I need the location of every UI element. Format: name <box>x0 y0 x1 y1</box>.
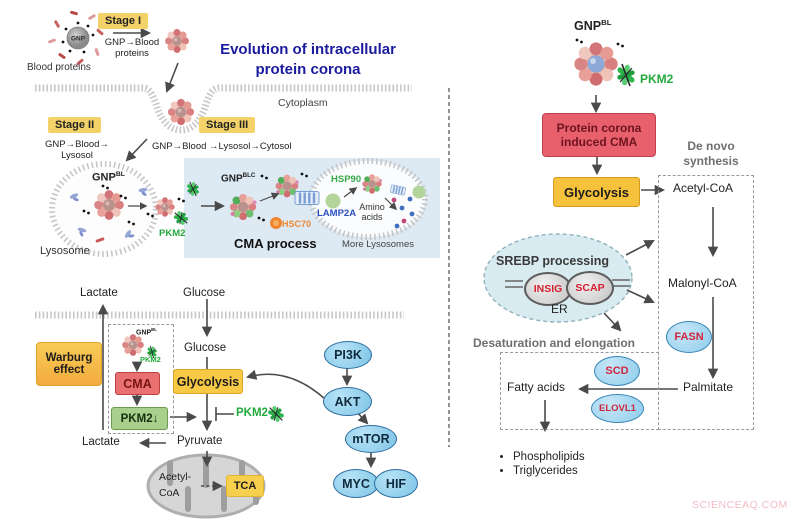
arrows <box>97 27 719 492</box>
pkm2-down-box: PKM2↓ <box>111 407 168 430</box>
enzyme-fasn: FASN <box>666 321 712 353</box>
lysosome-label: Lysosome <box>40 245 90 257</box>
acetyl-coa-mito-label: Acetyl-CoA <box>159 471 192 499</box>
hsp90-label: HSP90 <box>331 174 362 185</box>
lipid-products-list: Phospholipids Triglycerides <box>497 449 585 479</box>
product-triglycerides: Triglycerides <box>513 465 585 477</box>
gnp-core-label: GNP <box>71 36 86 43</box>
enzyme-scd: SCD <box>594 356 640 386</box>
insig-ellipse: INSIG <box>524 272 572 306</box>
glucose-inner-label: Glucose <box>184 342 227 354</box>
tca-box: TCA <box>226 475 264 497</box>
pkm2-protein-icon-free <box>266 404 286 424</box>
lamp2a-label: LAMP2A <box>317 208 357 219</box>
stage2-transition: GNP→Blood→ Lysosol <box>45 139 109 161</box>
node-myc: MYC <box>333 469 379 498</box>
pkm2-protein-icon <box>185 180 201 198</box>
more-lysosomes-organelle <box>308 158 428 240</box>
product-phospholipids: Phospholipids <box>513 451 585 463</box>
pkm2-inhibited-label: PKM2 <box>236 407 268 419</box>
malonyl-coa-label: Malonyl-CoA <box>668 276 737 290</box>
cell-membrane-top <box>35 84 412 134</box>
stage3-transition: GNP→Blood →Lysosol→Cytosol <box>152 141 292 152</box>
pkm2-protein-icon <box>172 209 190 227</box>
lactate-bottom-label: Lactate <box>82 436 120 448</box>
fatty-acids-label: Fatty acids <box>507 380 566 394</box>
figure-title-line1: Evolution of intracellular <box>220 41 396 58</box>
corona-particle-blc <box>229 193 257 221</box>
gnp-particle-right <box>574 38 639 88</box>
amino-acid-dots <box>391 196 415 229</box>
hsc70-label: HSC70 <box>282 219 312 229</box>
corona-particle-stage1 <box>165 29 189 53</box>
node-mtor: mTOR <box>345 425 397 453</box>
gnp-blood-protein-cluster: GNP <box>48 10 104 66</box>
stage1-transition: GNP→Blood proteins <box>104 37 160 59</box>
corona-particle-lysosome <box>94 190 124 220</box>
amino-acids-label: Amino acids <box>359 202 385 223</box>
pkm2-label-lysosome: PKM2 <box>159 228 186 239</box>
palmitate-label: Palmitate <box>683 380 734 394</box>
glycolysis-box-left: Glycolysis <box>173 369 243 394</box>
node-hif: HIF <box>374 469 418 498</box>
glucose-top-label: Glucose <box>183 287 226 299</box>
stage3-badge: Stage III <box>199 117 256 133</box>
glycolysis-box-right: Glycolysis <box>553 177 640 207</box>
er-label: ER <box>551 302 568 316</box>
gnp-bl-warburg-label: GNPBL <box>136 327 157 337</box>
gnp-blc-label: GNPBLC <box>221 172 256 185</box>
cma-box: CMA <box>115 372 160 395</box>
figure-title-line2: protein corona <box>255 61 361 78</box>
enzyme-elovl1: ELOVL1 <box>591 394 644 423</box>
gnp-bl-label: GNPBL <box>92 171 125 184</box>
srebp-processing-label: SREBP processing <box>496 254 610 268</box>
de-novo-dashed-box <box>658 175 754 430</box>
acetyl-coa-label: Acetyl-CoA <box>673 181 734 195</box>
scap-ellipse: SCAP <box>566 271 614 305</box>
hsp90-chaperone-blob <box>325 193 341 209</box>
corona-particle-endocytosis <box>167 98 195 126</box>
cytoplasm-label: Cytoplasm <box>278 97 328 109</box>
desaturation-dashed-box <box>500 352 659 430</box>
node-akt: AKT <box>323 387 372 416</box>
more-lysosomes-label: More Lysosomes <box>342 239 414 250</box>
pyruvate-label: Pyruvate <box>177 435 223 447</box>
lactate-top-label: Lactate <box>80 287 118 299</box>
pkm2-warburg-label: PKM2 <box>140 355 161 364</box>
pkm2-right-label: PKM2 <box>640 72 674 86</box>
desaturation-elongation-label: Desaturation and elongation <box>473 336 636 350</box>
stage1-badge: Stage I <box>98 13 149 29</box>
corona-particle-exiting <box>155 197 175 217</box>
blood-proteins-label: Blood proteins <box>27 62 91 73</box>
stage2-badge: Stage II <box>48 117 102 133</box>
cma-process-title: CMA process <box>234 236 317 251</box>
lamp2a-channel-icon <box>293 190 321 206</box>
node-pi3k: PI3K <box>324 341 372 369</box>
gnp-bl-right-label: GNPBL <box>574 18 612 34</box>
watermark: SCIENCEAQ.COM <box>692 499 788 511</box>
